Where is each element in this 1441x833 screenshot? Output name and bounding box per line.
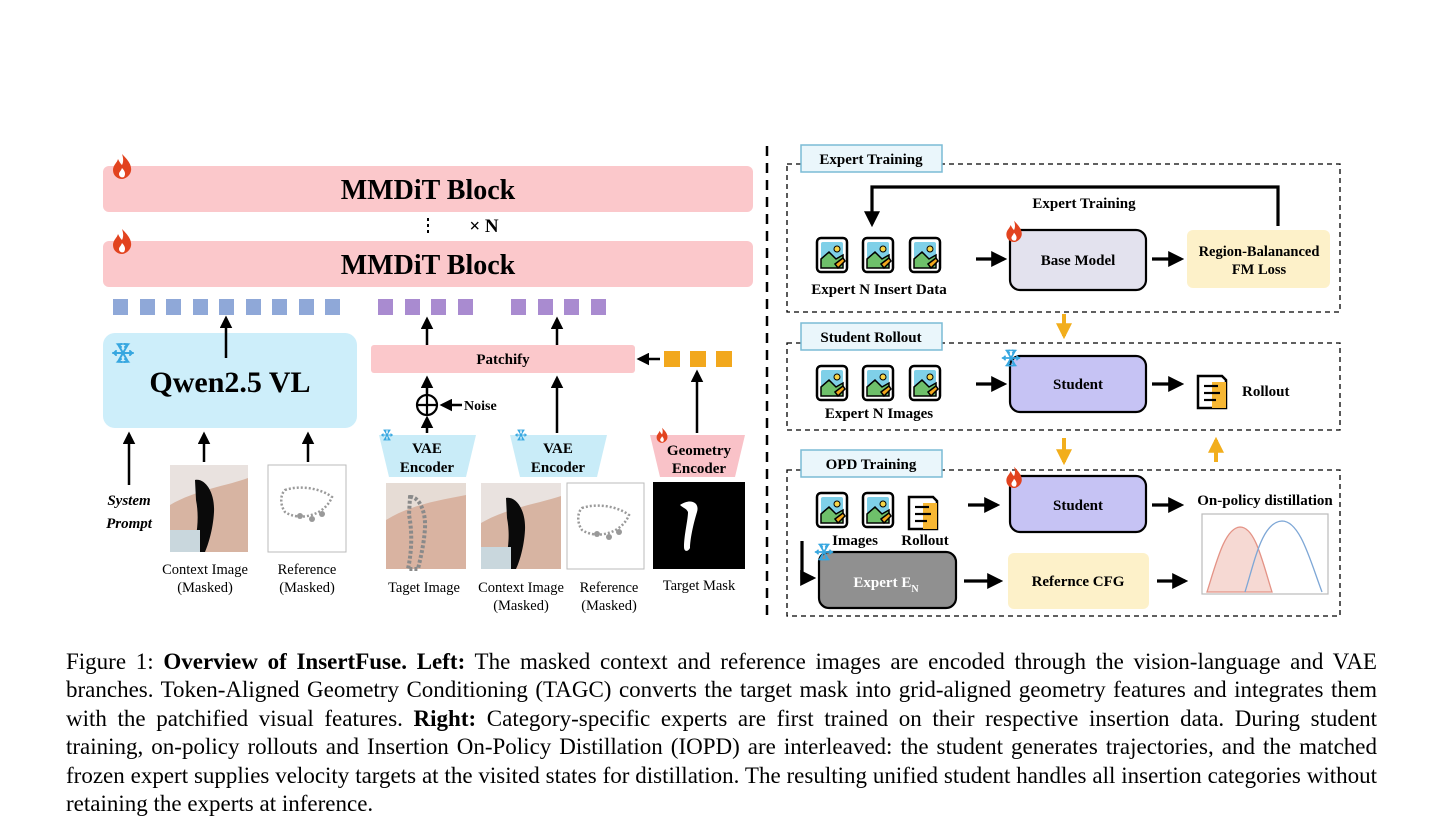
- vl-tokens: [113, 299, 340, 315]
- image-icon: [861, 491, 895, 529]
- svg-text:Expert Training: Expert Training: [1032, 196, 1136, 212]
- svg-text:Taget Image: Taget Image: [388, 580, 460, 596]
- svg-text:(Masked): (Masked): [581, 598, 637, 614]
- mmdit-block-bottom: [103, 241, 753, 287]
- geometry-tokens: [664, 351, 732, 367]
- svg-text:On-policy distillation: On-policy distillation: [1197, 493, 1333, 509]
- svg-text:OPD Training: OPD Training: [826, 457, 917, 473]
- target-mask-thumbnail: [653, 482, 745, 569]
- svg-text:Rollout: Rollout: [1242, 384, 1290, 400]
- svg-text:FM Loss: FM Loss: [1232, 262, 1287, 278]
- image-icon: [861, 364, 895, 402]
- context-image-thumbnail-2: [481, 483, 561, 569]
- svg-text:Student: Student: [1053, 498, 1103, 514]
- flame-icon: [113, 154, 132, 179]
- mmdit-block-top-label: MMDiT Block: [341, 175, 516, 206]
- context-image-thumbnail: [170, 465, 248, 552]
- svg-text:Encoder: Encoder: [672, 461, 727, 477]
- system-prompt-label: System: [107, 493, 150, 509]
- image-icon: [815, 364, 849, 402]
- fm-loss-block: [1187, 230, 1330, 288]
- vae-tokens: [378, 299, 606, 315]
- expert-training-section: [786, 163, 1341, 313]
- vae-encoder-2: [510, 435, 607, 477]
- image-icon: [908, 236, 942, 274]
- mmdit-block-bottom-label: MMDiT Block: [341, 250, 516, 281]
- svg-text:Context Image: Context Image: [162, 562, 248, 578]
- flame-icon: [656, 427, 668, 443]
- svg-text:Expert N Insert Data: Expert N Insert Data: [811, 282, 947, 298]
- expert-block: [817, 550, 958, 610]
- svg-text:Encoder: Encoder: [531, 460, 586, 476]
- image-icon: [815, 491, 849, 529]
- opd-training-section: [786, 469, 1341, 617]
- svg-text:Expert EN: Expert EN: [853, 575, 919, 595]
- geometry-encoder: [650, 435, 745, 477]
- svg-text:Base Model: Base Model: [1041, 253, 1116, 269]
- reference-image-thumbnail: [267, 464, 347, 553]
- svg-text:Rollout: Rollout: [901, 533, 949, 549]
- patchify-block: [371, 345, 635, 373]
- qwen-label: Qwen2.5 VL: [149, 366, 310, 399]
- flame-icon: [1006, 220, 1022, 243]
- distribution-plot: [1201, 513, 1329, 595]
- svg-text:Reference: Reference: [278, 562, 337, 578]
- opd-training-tab: [800, 449, 943, 478]
- svg-text:Student: Student: [1053, 377, 1103, 393]
- vae-encoder-1: [379, 435, 476, 477]
- svg-text:Student Rollout: Student Rollout: [820, 330, 921, 346]
- svg-text:Geometry: Geometry: [667, 443, 732, 459]
- svg-text:Region-Balananced: Region-Balananced: [1199, 244, 1320, 260]
- student-rollout-tab: [800, 322, 943, 351]
- image-icon: [908, 364, 942, 402]
- patchify-label: Patchify: [476, 352, 530, 368]
- figure-caption: Figure 1: Overview of InsertFuse. Left: …: [66, 649, 1378, 817]
- base-model-block: [1008, 228, 1148, 292]
- expert-training-tab: [800, 144, 943, 173]
- student-block-2: [1008, 474, 1148, 534]
- svg-text:VAE: VAE: [412, 441, 442, 457]
- right-panel: Expert Training Expert Training Expert N…: [786, 144, 1341, 617]
- svg-text:(Masked): (Masked): [279, 580, 335, 596]
- svg-text:Expert N Images: Expert N Images: [825, 406, 933, 422]
- svg-text:(Masked): (Masked): [177, 580, 233, 596]
- svg-text:Reference: Reference: [580, 580, 639, 596]
- rollout-doc-icon: [1196, 374, 1228, 410]
- svg-text:Images: Images: [832, 533, 878, 549]
- svg-text:Refernce CFG: Refernce CFG: [1032, 574, 1125, 590]
- left-panel: MMDiT Block × N MMDiT Block Qwen2.5 VL P…: [103, 154, 753, 614]
- repeat-label: × N: [469, 216, 499, 237]
- image-icon: [815, 236, 849, 274]
- overview-figure: MMDiT Block × N MMDiT Block Qwen2.5 VL P…: [103, 144, 1341, 620]
- target-image-thumbnail: [386, 483, 466, 571]
- flame-icon: [113, 229, 132, 254]
- svg-text:Context Image: Context Image: [478, 580, 564, 596]
- svg-text:Target Mask: Target Mask: [663, 578, 736, 594]
- svg-text:Encoder: Encoder: [400, 460, 455, 476]
- mmdit-block-top: [103, 166, 753, 212]
- qwen-block: [103, 333, 357, 428]
- svg-text:Expert Training: Expert Training: [819, 152, 923, 168]
- image-icon: [861, 236, 895, 274]
- svg-text:(Masked): (Masked): [493, 598, 549, 614]
- reference-image-thumbnail-2: [566, 482, 645, 570]
- rollout-doc-icon: [907, 495, 939, 531]
- student-block-1: [1008, 354, 1148, 414]
- svg-text:VAE: VAE: [543, 441, 573, 457]
- svg-text:Prompt: Prompt: [106, 516, 153, 532]
- noise-label: Noise: [464, 399, 497, 414]
- reference-cfg-block: [1008, 553, 1149, 609]
- student-rollout-section: [786, 342, 1341, 431]
